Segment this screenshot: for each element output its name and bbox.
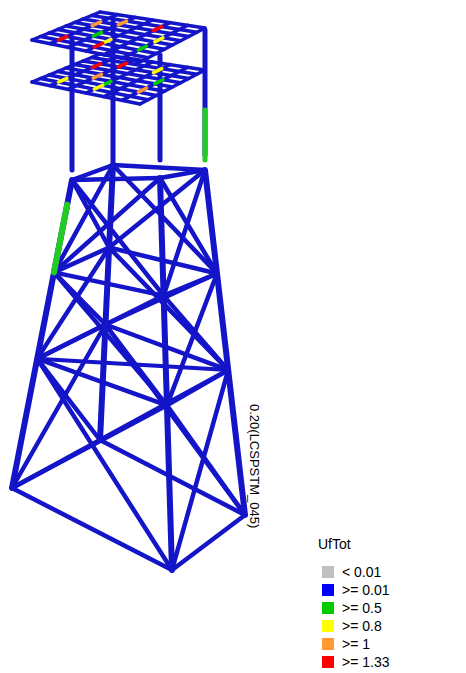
deck-beam-utilised: [154, 69, 162, 73]
jacket-leg: [100, 165, 113, 440]
deck-leg: [70, 38, 75, 170]
deck-beam-utilised: [94, 85, 102, 89]
legend-swatch: [322, 656, 334, 668]
jacket-leg: [12, 180, 72, 488]
legend-text: >= 0.8: [342, 618, 382, 634]
deck-beam-utilised: [118, 21, 126, 25]
legend-text: >= 1: [342, 636, 370, 652]
jacket-leg: [160, 178, 172, 570]
member-callout: 0.20(LCSPSTM_045): [247, 404, 262, 528]
deck-leg-segment: [203, 110, 208, 160]
jacket-leg: [205, 170, 245, 515]
horizontal-member: [172, 515, 245, 570]
plan-brace: [105, 325, 167, 406]
deck-beam-utilised: [93, 74, 101, 78]
horizontal-member: [72, 178, 160, 180]
legend-text: >= 1.33: [342, 654, 390, 670]
deck-beam-utilised: [118, 63, 126, 67]
deck-beam-utilised: [155, 80, 163, 84]
horizontal-member: [113, 165, 205, 170]
brace-member: [12, 405, 167, 488]
deck-beam-utilised: [92, 64, 100, 68]
deck-beam-utilised: [155, 38, 163, 42]
deck-beam-utilised: [58, 36, 66, 40]
legend-swatch: [322, 584, 334, 596]
legend-text: < 0.01: [342, 564, 381, 580]
deck-beam-utilised: [138, 88, 146, 92]
deck-beam-utilised: [154, 27, 162, 31]
legend-swatch: [322, 620, 334, 632]
brace-member: [37, 296, 163, 359]
deck-beam-utilised: [93, 32, 101, 36]
horizontal-member: [12, 488, 172, 570]
legend-swatch: [322, 602, 334, 614]
legend-swatch: [322, 638, 334, 650]
horizontal-member: [160, 170, 205, 178]
legend-text: >= 0.5: [342, 600, 382, 616]
deck-beam-utilised: [94, 43, 102, 47]
deck-beam-utilised: [92, 22, 100, 26]
deck-beam-utilised: [138, 46, 146, 50]
brace-member: [167, 274, 217, 406]
brace-member: [172, 370, 228, 570]
deck-beam: [140, 70, 205, 104]
deck-beam-utilised: [58, 78, 66, 82]
legend-text: >= 0.01: [342, 582, 390, 598]
legend-swatch: [322, 566, 334, 578]
brace-member: [164, 170, 205, 296]
jacket-leg-segment: [54, 205, 67, 273]
legend-title: UfTot: [318, 536, 351, 552]
deck-beam: [140, 28, 205, 62]
